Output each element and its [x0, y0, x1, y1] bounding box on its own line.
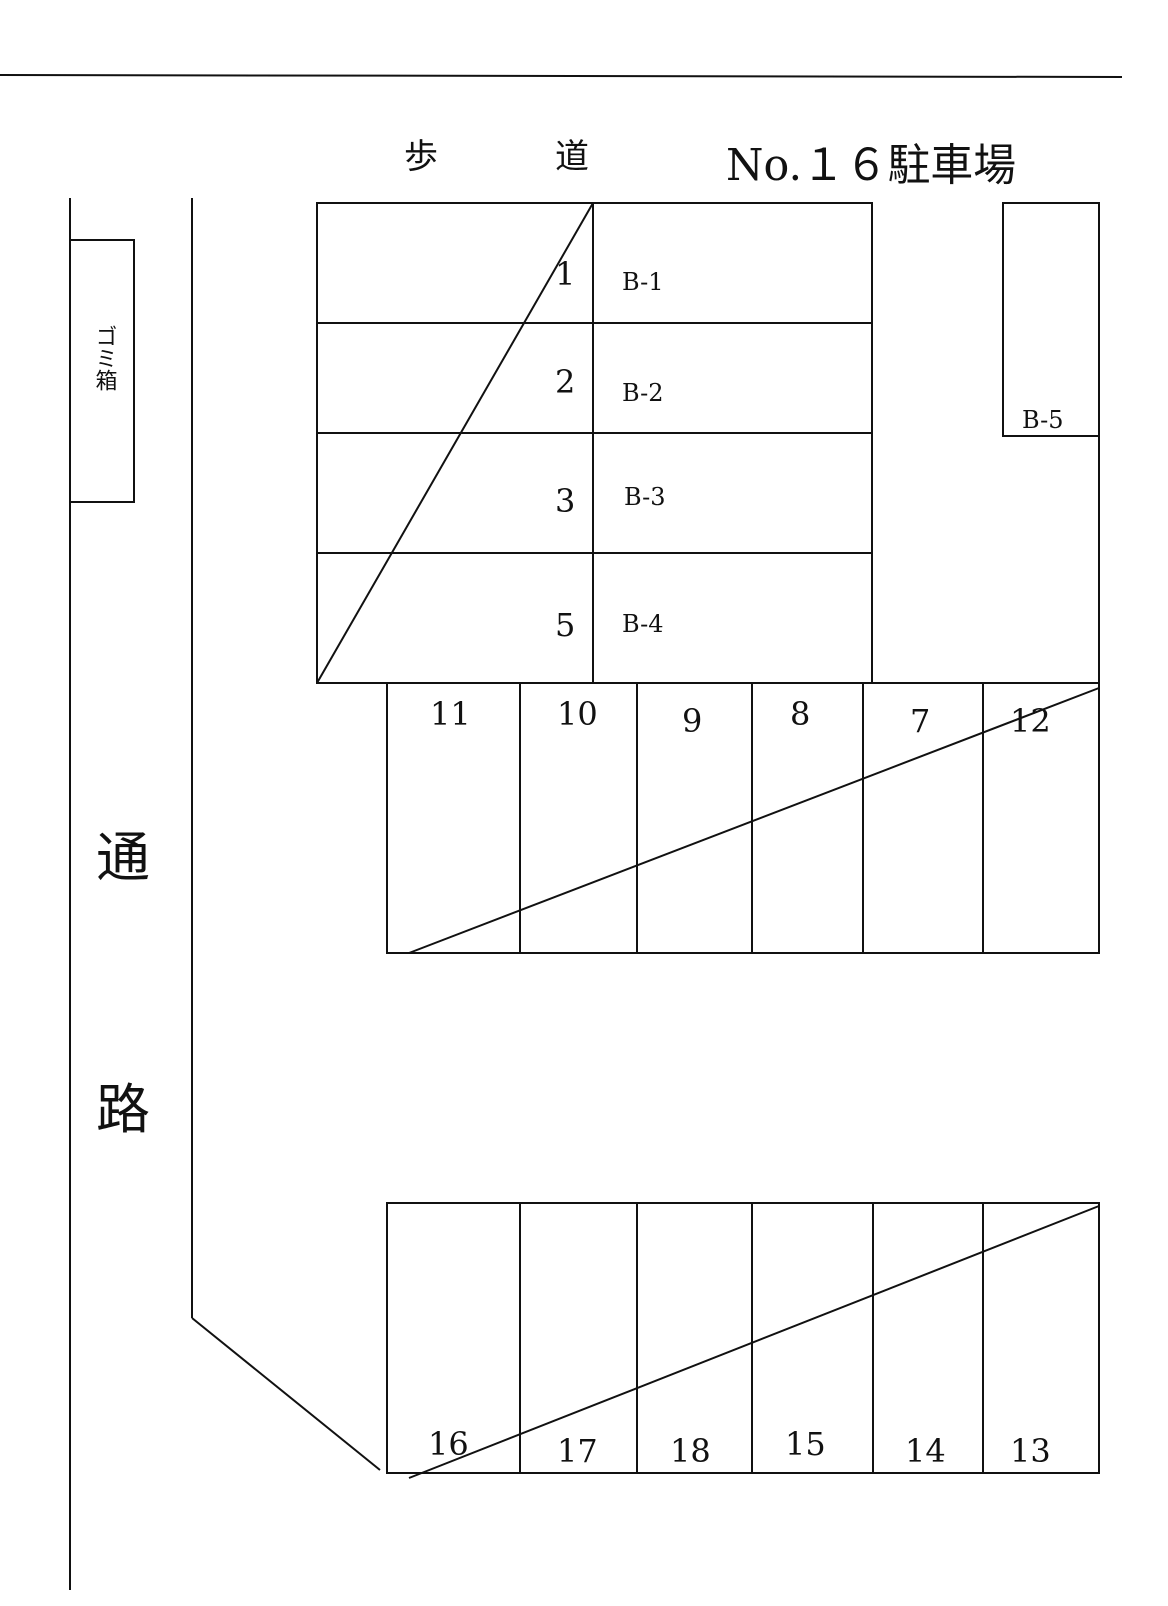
space-label-3: 3 — [555, 482, 575, 520]
page-title: No.１６駐車場 — [726, 140, 1016, 191]
passage-boundaries — [69, 198, 193, 1590]
space-label-11: 11 — [430, 695, 471, 733]
space-label-17: 17 — [557, 1432, 598, 1470]
sidewalk-label-1: 歩 — [404, 137, 438, 177]
space-label-b-3: B-3 — [624, 483, 665, 511]
parking-row-bottom: 16 17 18 15 14 13 — [386, 1202, 1100, 1479]
row-middle-outline — [386, 682, 1100, 954]
space-label-10: 10 — [557, 695, 598, 733]
row-bottom-outline — [386, 1202, 1100, 1474]
row-middle-unavailable-diagonal — [408, 687, 1100, 954]
sidewalk-label-2: 道 — [555, 137, 589, 177]
passage-label-2: 路 — [96, 1078, 150, 1141]
space-label-2: 2 — [555, 363, 575, 401]
space-label-b-5: B-5 — [1022, 406, 1063, 434]
space-label-b-4: B-4 — [622, 610, 663, 638]
space-label-12: 12 — [1010, 702, 1051, 740]
space-label-15: 15 — [785, 1425, 826, 1463]
space-label-b-2: B-2 — [622, 379, 663, 407]
space-label-1: 1 — [555, 255, 575, 293]
block-a-outline — [316, 202, 873, 684]
space-label-14: 14 — [905, 1432, 946, 1470]
space-label-18: 18 — [670, 1432, 711, 1470]
space-label-5: 5 — [555, 606, 575, 644]
row-bottom-unavailable-diagonal — [408, 1205, 1100, 1479]
header-rule — [0, 74, 1123, 78]
b5-outline — [1002, 202, 1100, 437]
parking-row-middle: 11 10 9 8 7 12 — [386, 682, 1100, 954]
parking-block-a: 1 2 3 5 B-1B-2B-3B-4 — [316, 202, 873, 684]
space-label-8: 8 — [790, 695, 810, 733]
trash-box — [69, 239, 135, 503]
space-label-7: 7 — [910, 702, 930, 740]
block-a-unavailable-diagonal — [316, 202, 594, 684]
parking-space-b5: B-5 — [1002, 202, 1100, 683]
space-label-16: 16 — [428, 1425, 469, 1463]
space-label-13: 13 — [1010, 1432, 1051, 1470]
entrance-diagonal — [191, 1317, 381, 1471]
trash-box-label: ゴミ箱 — [92, 325, 118, 391]
passage-label-1: 通 — [96, 826, 150, 889]
space-label-b-1: B-1 — [622, 268, 663, 296]
space-label-9: 9 — [682, 702, 702, 740]
